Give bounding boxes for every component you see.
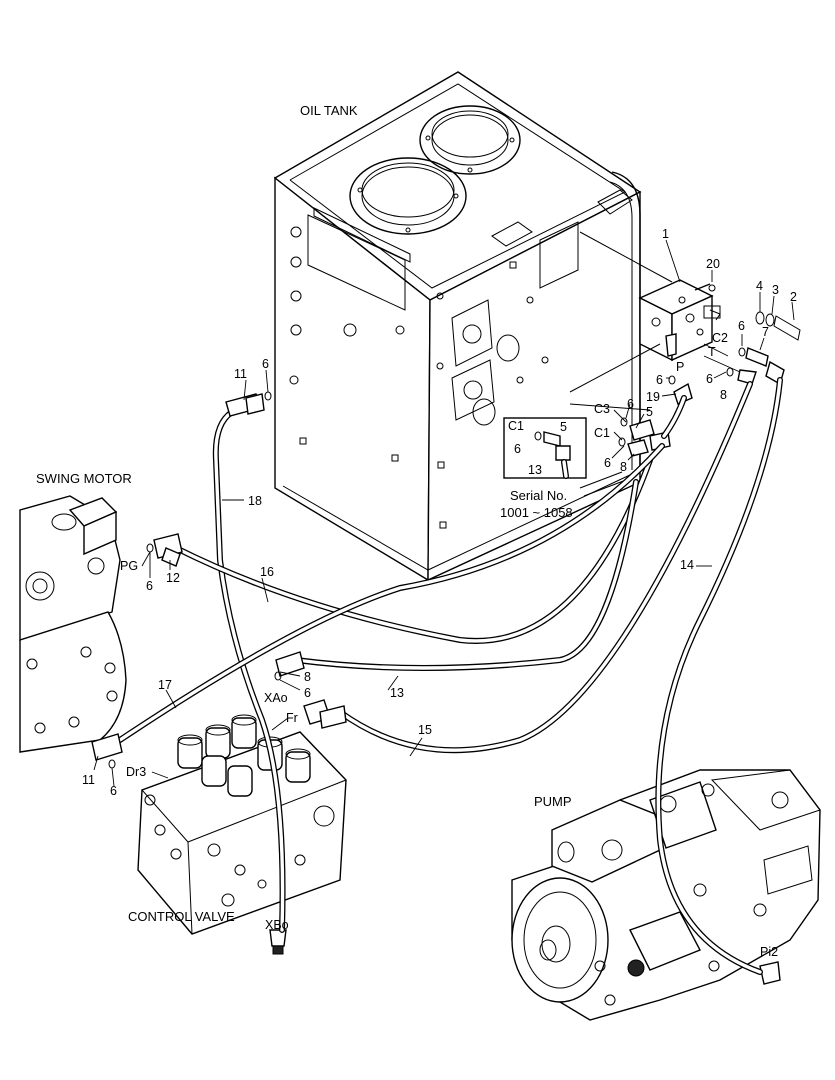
part-5-inset: 5 (560, 420, 567, 434)
p-fitting (665, 333, 693, 405)
part-6-bottom: 6 (110, 784, 117, 798)
part-11-top: 11 (234, 367, 247, 381)
control-valve-label: CONTROL VALVE (128, 909, 235, 924)
part-5-c3: 5 (646, 405, 653, 419)
port-c1-label: C1 (594, 426, 610, 440)
part-6-c1: 6 (604, 456, 611, 470)
part-16: 16 (260, 565, 274, 579)
oil-tank-label: OIL TANK (300, 103, 358, 118)
leader-lines (93, 239, 795, 787)
swing-motor-label: SWING MOTOR (36, 471, 132, 486)
valve-block-drawing (569, 231, 801, 411)
port-dr3-label: Dr3 (126, 765, 146, 779)
port-t-label: T (708, 345, 716, 359)
port-xbo-label: XBo (265, 918, 289, 932)
port-p-label: P (676, 360, 684, 374)
port-pi2-label: Pi2 (760, 945, 778, 959)
component-labels: OIL TANK SWING MOTOR CONTROL VALVE PUMP … (36, 103, 573, 924)
part-6-top: 6 (262, 357, 269, 371)
part-3: 3 (772, 283, 779, 297)
swing-motor-drawing (19, 495, 127, 753)
part-6-t: 6 (706, 372, 713, 386)
part-12: 12 (166, 571, 180, 585)
hose-fittings (91, 375, 347, 769)
part-6-inset: 6 (514, 442, 521, 456)
oil-tank-drawing (273, 71, 642, 582)
part-1: 1 (662, 227, 669, 241)
serial-no-label: Serial No. (510, 488, 567, 503)
part-6-c2: 6 (738, 319, 745, 333)
part-7: 7 (762, 325, 769, 339)
part-2: 2 (790, 290, 797, 304)
serial-inset (503, 417, 627, 497)
port-labels: C2 T P C3 C1 C1 PG XAo Fr Dr3 XBo Pi2 (120, 331, 778, 959)
c3-c1-fittings (618, 417, 671, 457)
port-c1-inset-label: C1 (508, 419, 524, 433)
hoses (117, 377, 783, 975)
part-6-xa: 6 (304, 686, 311, 700)
part-6-pg: 6 (146, 579, 153, 593)
part-20: 20 (706, 257, 720, 271)
part-17: 17 (158, 678, 172, 692)
part-13-inset: 13 (528, 463, 542, 477)
port-c3-label: C3 (594, 402, 610, 416)
part-13: 13 (390, 686, 404, 700)
part-6-p: 6 (656, 373, 663, 387)
c2-t-fittings (726, 347, 785, 386)
part-11-bottom: 11 (82, 773, 95, 787)
part-6-c3: 6 (627, 397, 634, 411)
port-fr-label: Fr (286, 711, 298, 725)
part-4: 4 (756, 279, 763, 293)
part-8-xa: 8 (304, 670, 311, 684)
part-15: 15 (418, 723, 432, 737)
pump-label: PUMP (534, 794, 572, 809)
part-18: 18 (248, 494, 262, 508)
part-8-c1: 8 (620, 460, 627, 474)
port-pg-label: PG (120, 559, 138, 573)
part-number-labels: 1 20 4 3 2 6 7 6 8 6 19 6 5 6 8 11 6 5 6… (82, 227, 797, 798)
part-14: 14 (680, 558, 694, 572)
part-19: 19 (646, 390, 660, 404)
serial-range-label: 1001 ~ 1058 (500, 505, 573, 520)
port-xao-label: XAo (264, 691, 288, 705)
part-8-t: 8 (720, 388, 727, 402)
port-c2-label: C2 (712, 331, 728, 345)
